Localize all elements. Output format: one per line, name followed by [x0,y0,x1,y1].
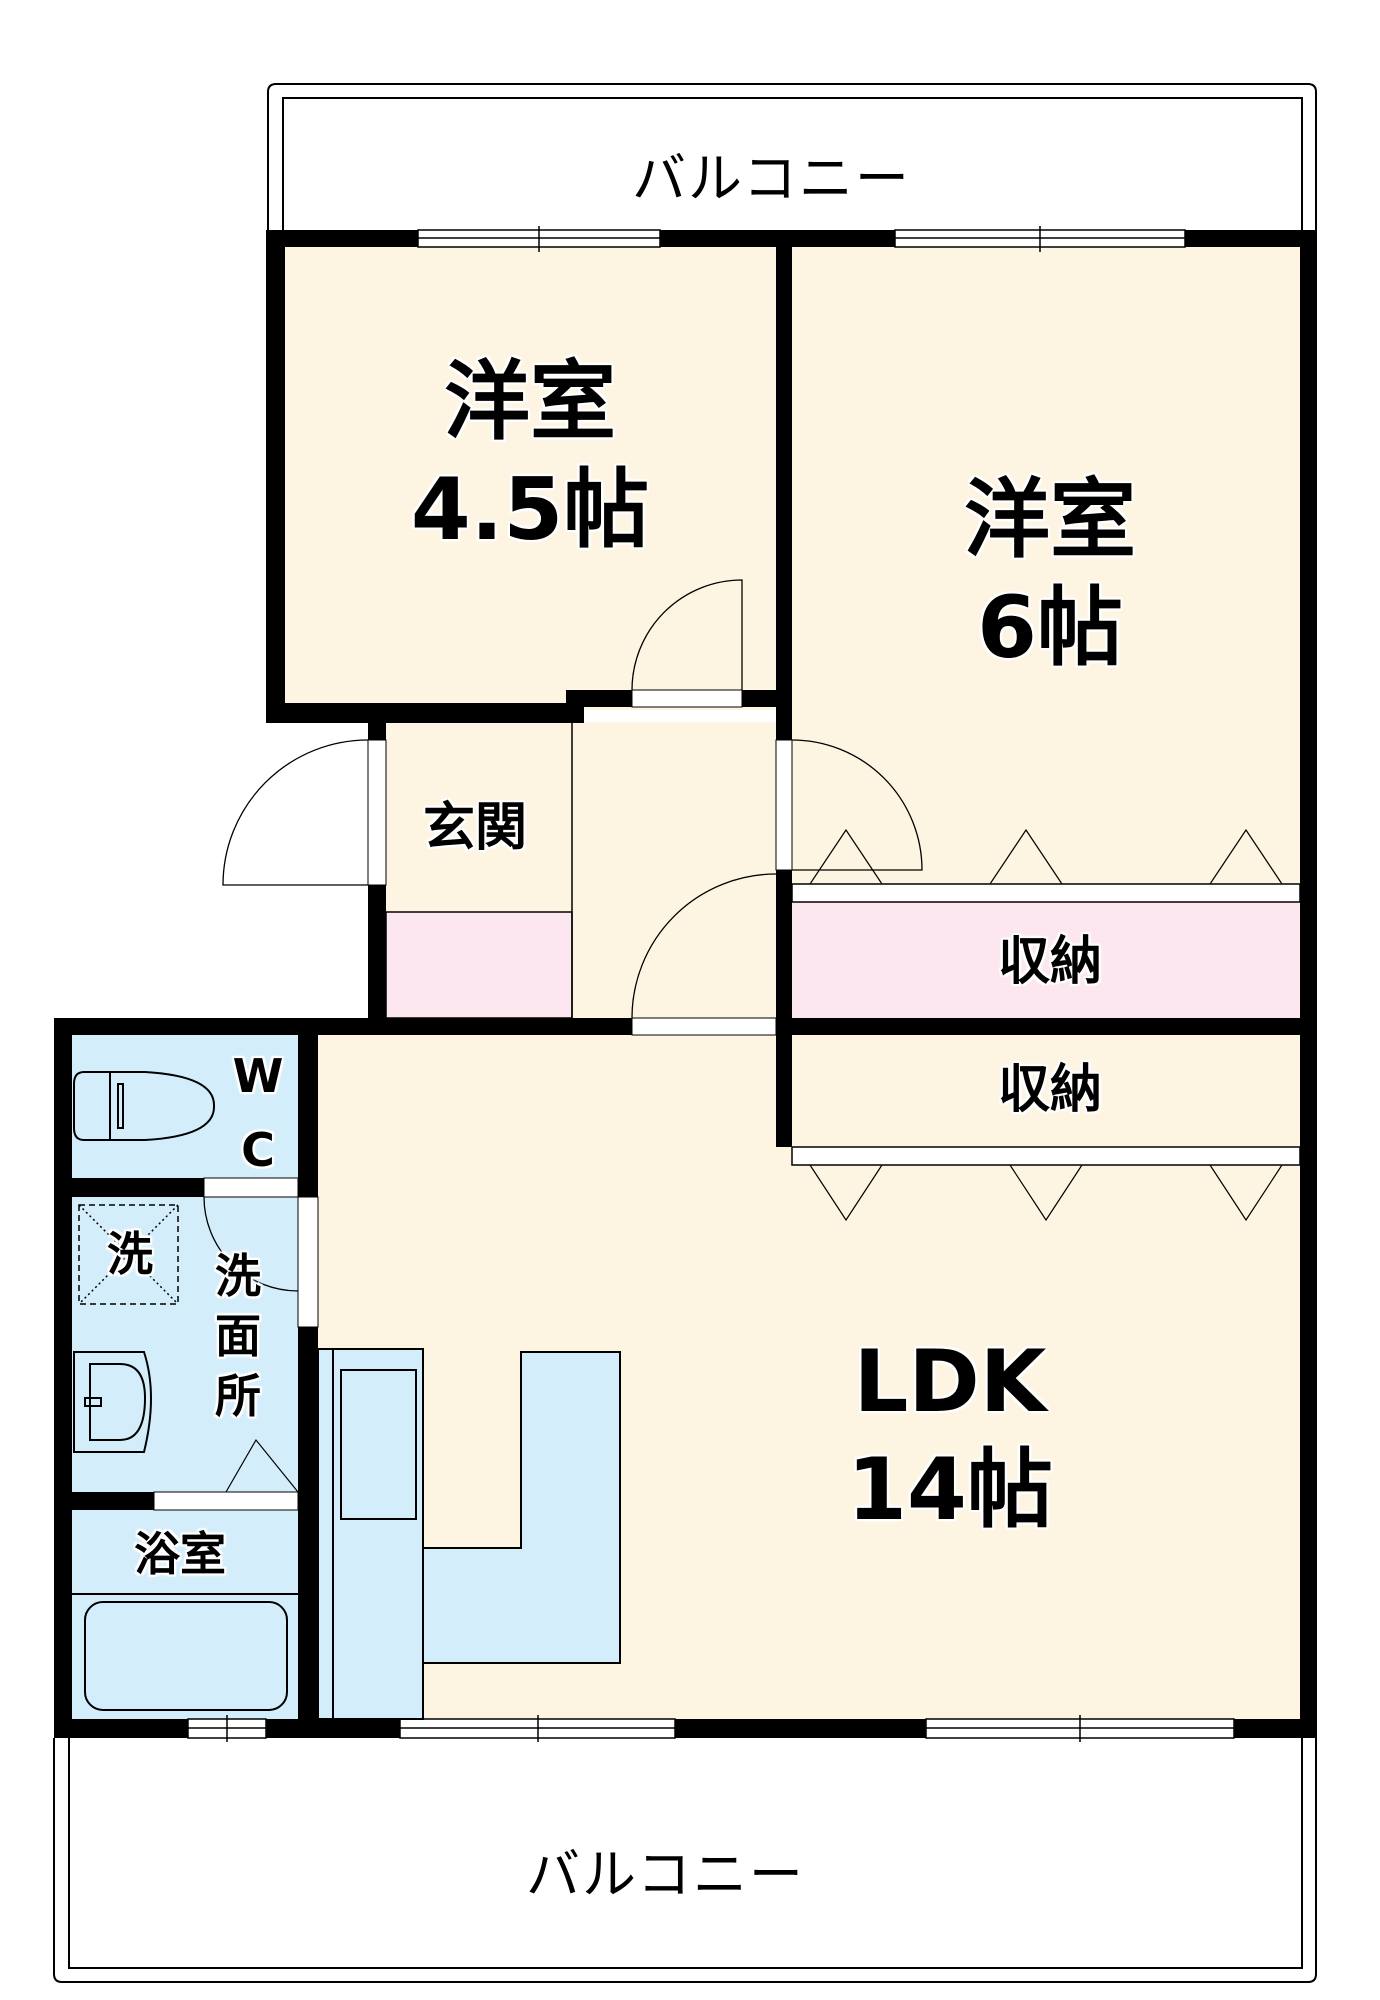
balcony-bottom [53,1738,1317,1983]
room-western-4-5-size: 4.5帖 [410,460,650,560]
balcony-top [267,83,1317,232]
storage-upper-floor [792,902,1300,1018]
washer-label: 洗 [107,1227,153,1281]
ldk-size: 14帖 [847,1440,1053,1540]
wc-label-c: C [241,1123,275,1177]
washroom-label-2: 面 [215,1309,261,1363]
washing-machine-space-icon [78,1204,179,1305]
storage-lower-label: 収納 [997,1060,1102,1120]
room-western-4-5-name: 洋室 [444,352,616,452]
balcony-top-label: バルコニー [632,147,911,210]
wc-label-w: W [232,1049,284,1103]
room-western-6-name: 洋室 [964,470,1136,570]
windows [187,226,1235,1742]
room-western-4-5-floor [285,247,776,703]
bathroom-floor [72,1510,298,1719]
room-western-6-floor [792,247,1300,887]
bathtub-icon [72,1593,298,1711]
storage-upper-label: 収納 [997,932,1102,992]
washroom-floor [72,1197,298,1492]
bathroom-label: 浴室 [134,1527,226,1581]
washroom-label-3: 所 [215,1369,261,1423]
toilet-icon [73,1071,216,1141]
ldk-name: LDK [853,1332,1047,1432]
room-western-6-size: 6帖 [977,578,1123,678]
doors [153,579,923,1511]
kitchen-counter [317,1348,621,1720]
washbasin-icon [73,1351,152,1453]
folding-door-symbols [809,828,1283,1222]
balcony-bottom-label: バルコニー [526,1843,805,1906]
washroom-label-1: 洗 [215,1249,261,1303]
shoe-storage [385,911,573,1019]
entrance-label: 玄関 [422,798,527,858]
